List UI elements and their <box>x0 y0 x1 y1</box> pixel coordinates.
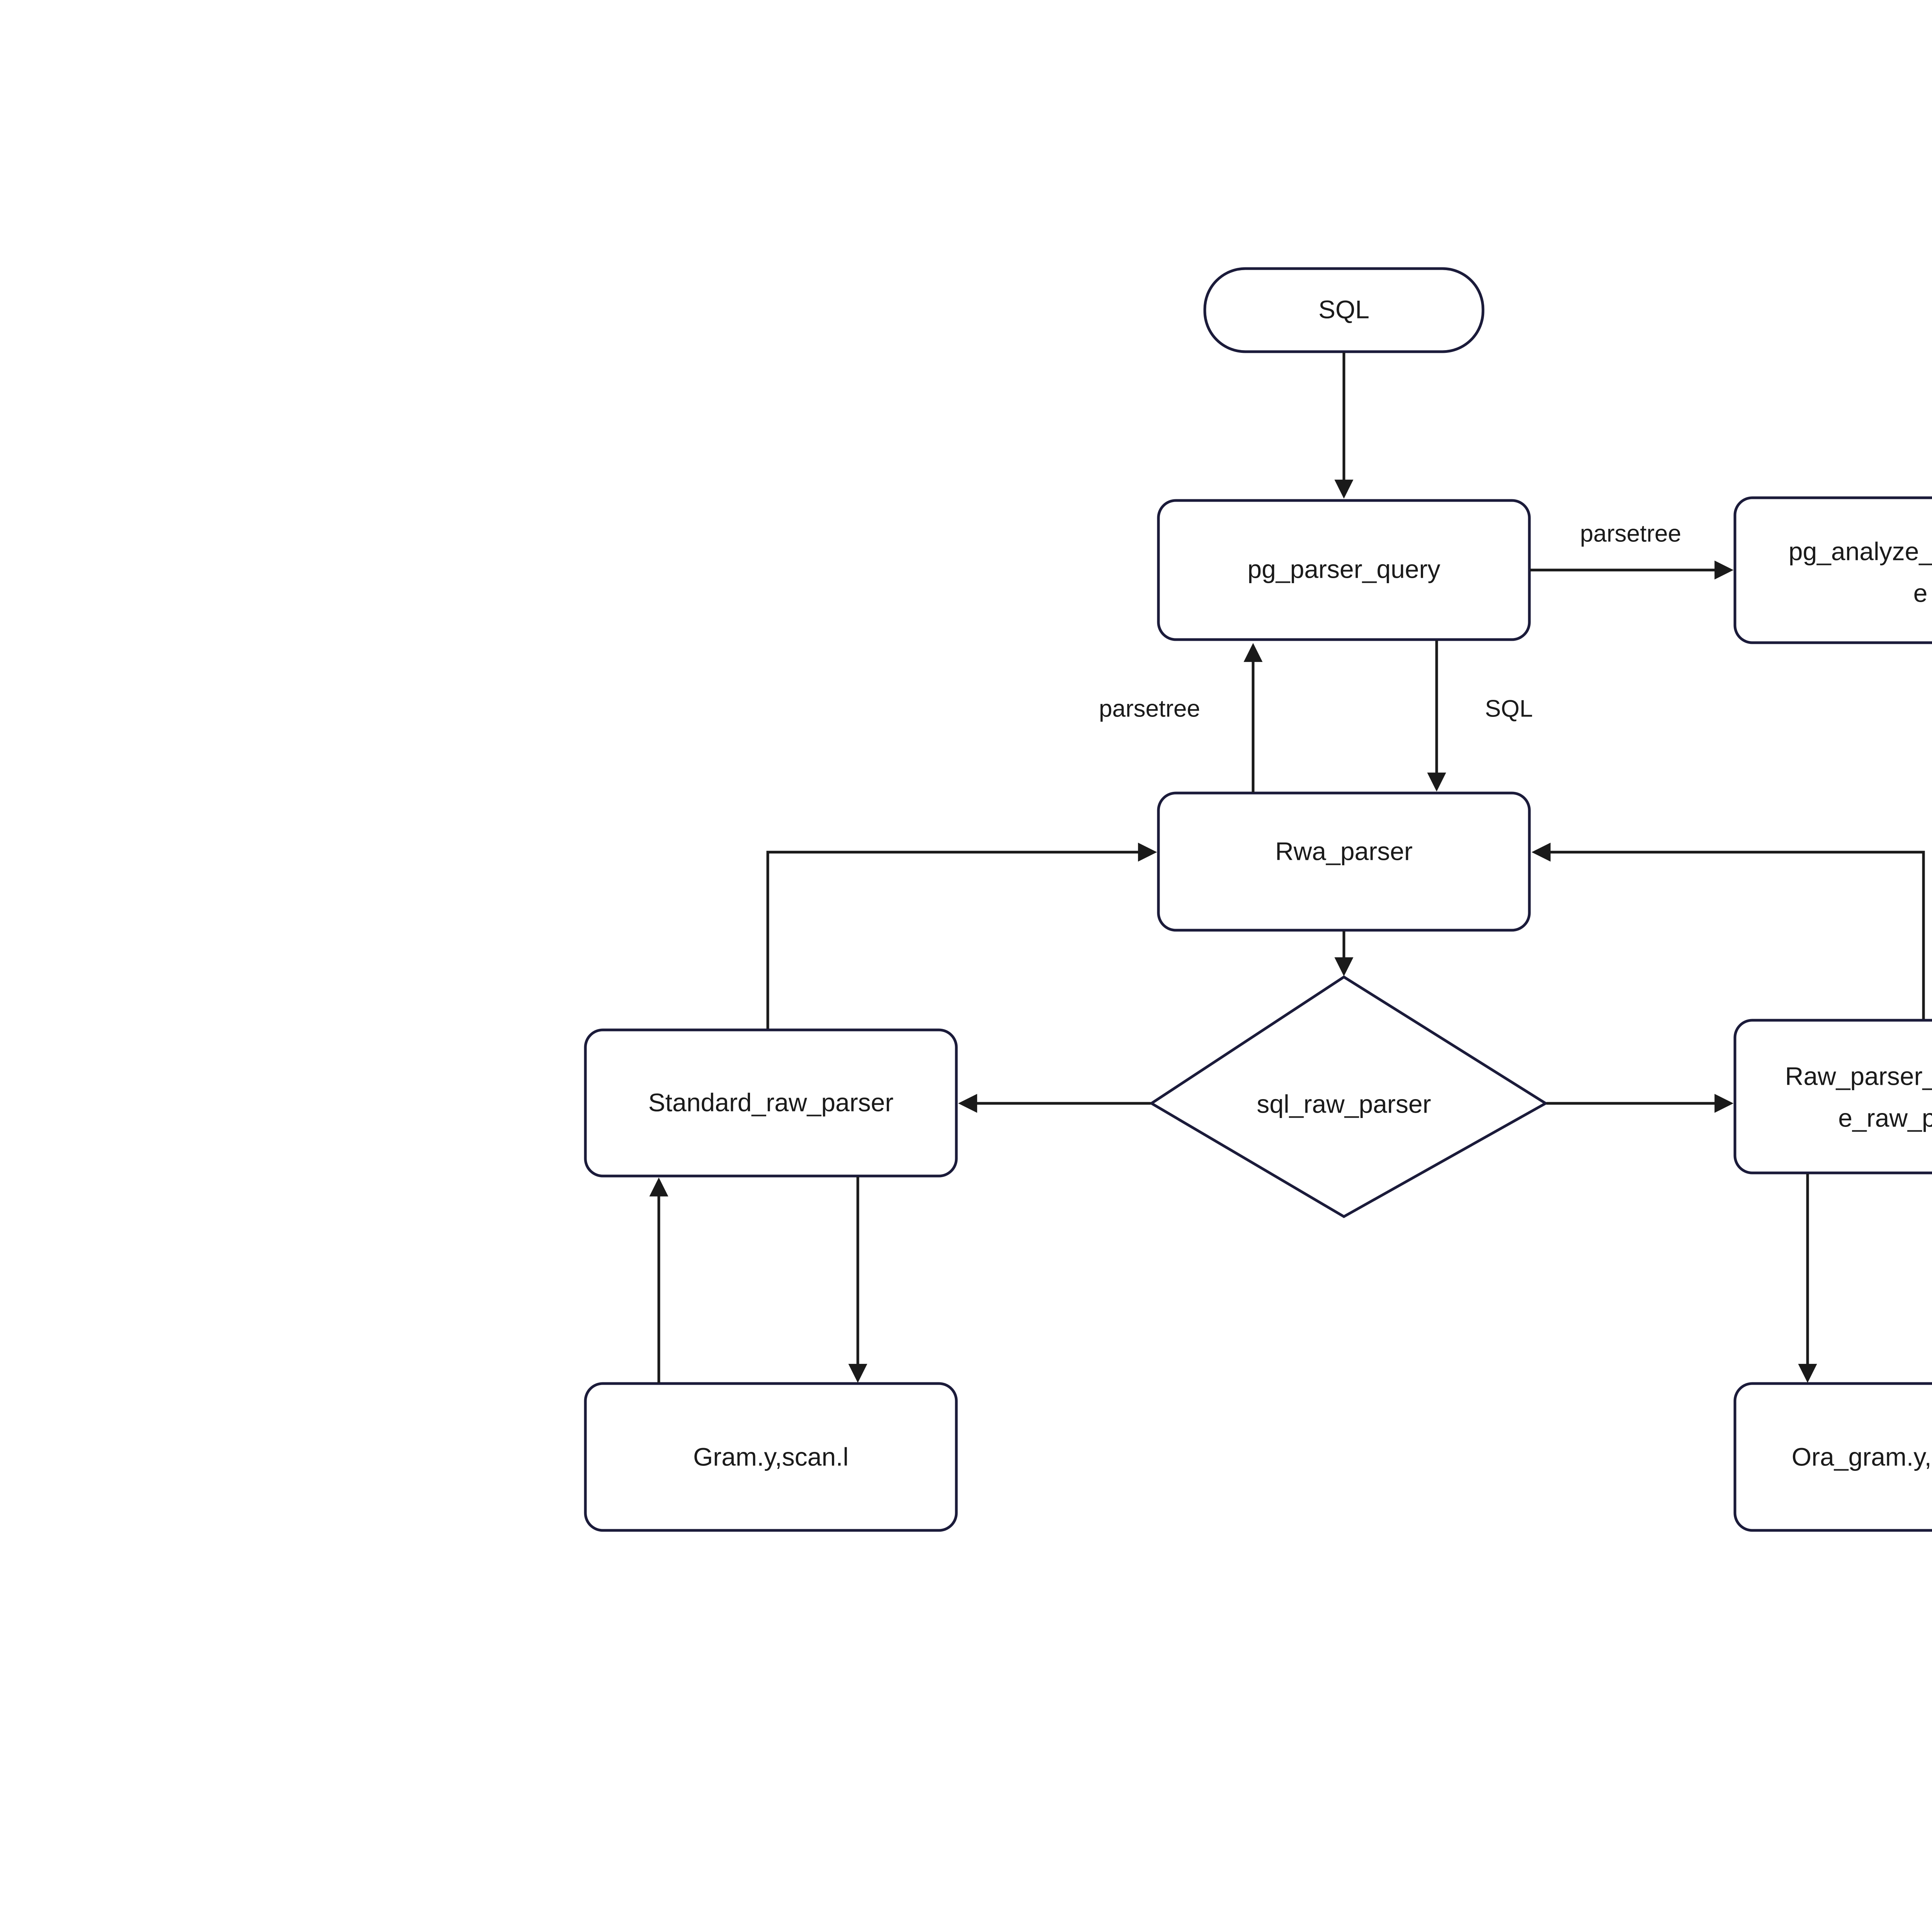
standard-raw-parser-label: Standard_raw_parser <box>648 1088 894 1116</box>
standard-raw-parser-shape <box>584 1028 958 1178</box>
edge-label-rwa-to-pg-parsetree: parsetree <box>1099 695 1200 722</box>
sql-raw-parser-shape <box>1149 975 1548 1219</box>
node-sql-start[interactable]: SQL <box>1203 267 1485 353</box>
node-rwa-parser[interactable]: Rwa_parser <box>1157 791 1531 932</box>
raw-parser-hook-label-line1: Raw_parser_hook(oracl <box>1785 1062 1932 1090</box>
pg-parser-query-label: pg_parser_query <box>1248 555 1440 583</box>
node-standard-raw-parser[interactable]: Standard_raw_parser <box>584 1028 958 1178</box>
raw-parser-hook-label-line2: e_raw_parser) <box>1838 1103 1932 1132</box>
node-ora-gram-scan[interactable]: Ora_gram.y,ora_scan.l <box>1733 1382 1932 1532</box>
node-gram-scan[interactable]: Gram.y,scan.l <box>584 1382 958 1532</box>
ora-gram-scan-shape <box>1733 1382 1932 1532</box>
gram-scan-label: Gram.y,scan.l <box>693 1442 849 1471</box>
edge-label-pg-to-analyze-parsetree: parsetree <box>1580 520 1681 547</box>
node-pg-parser-query[interactable]: pg_parser_query <box>1157 499 1531 641</box>
node-raw-parser-hook[interactable]: Raw_parser_hook(oracl e_raw_parser) <box>1733 1019 1932 1174</box>
pg-analyze-and-rewrite-label-line1: pg_analyze_and_rewrit <box>1789 537 1932 565</box>
pg-parser-query-shape <box>1157 499 1531 641</box>
pg-analyze-and-rewrite-shape <box>1733 496 1932 644</box>
gram-scan-shape <box>584 1382 958 1532</box>
node-sql-raw-parser[interactable]: sql_raw_parser <box>1149 975 1548 1219</box>
pg-analyze-and-rewrite-label-line2: e <box>1913 579 1928 607</box>
ora-gram-scan-label: Ora_gram.y,ora_scan.l <box>1792 1442 1932 1471</box>
rwa-parser-label: Rwa_parser <box>1275 837 1413 865</box>
node-pg-analyze-and-rewrite[interactable]: pg_analyze_and_rewrit e <box>1733 496 1932 644</box>
rwa-parser-shape <box>1157 791 1531 932</box>
edge-label-pg-to-rwa-sql: SQL <box>1485 695 1533 722</box>
edge-standard-to-rwa-feedback <box>766 842 1157 1029</box>
edge-raw-parser-hook-to-rwa-feedback <box>1531 842 1925 1019</box>
raw-parser-hook-shape <box>1733 1019 1932 1174</box>
sql-start-shape <box>1203 267 1485 353</box>
sql-raw-parser-label: sql_raw_parser <box>1257 1089 1431 1118</box>
sql-start-label: SQL <box>1318 295 1369 323</box>
